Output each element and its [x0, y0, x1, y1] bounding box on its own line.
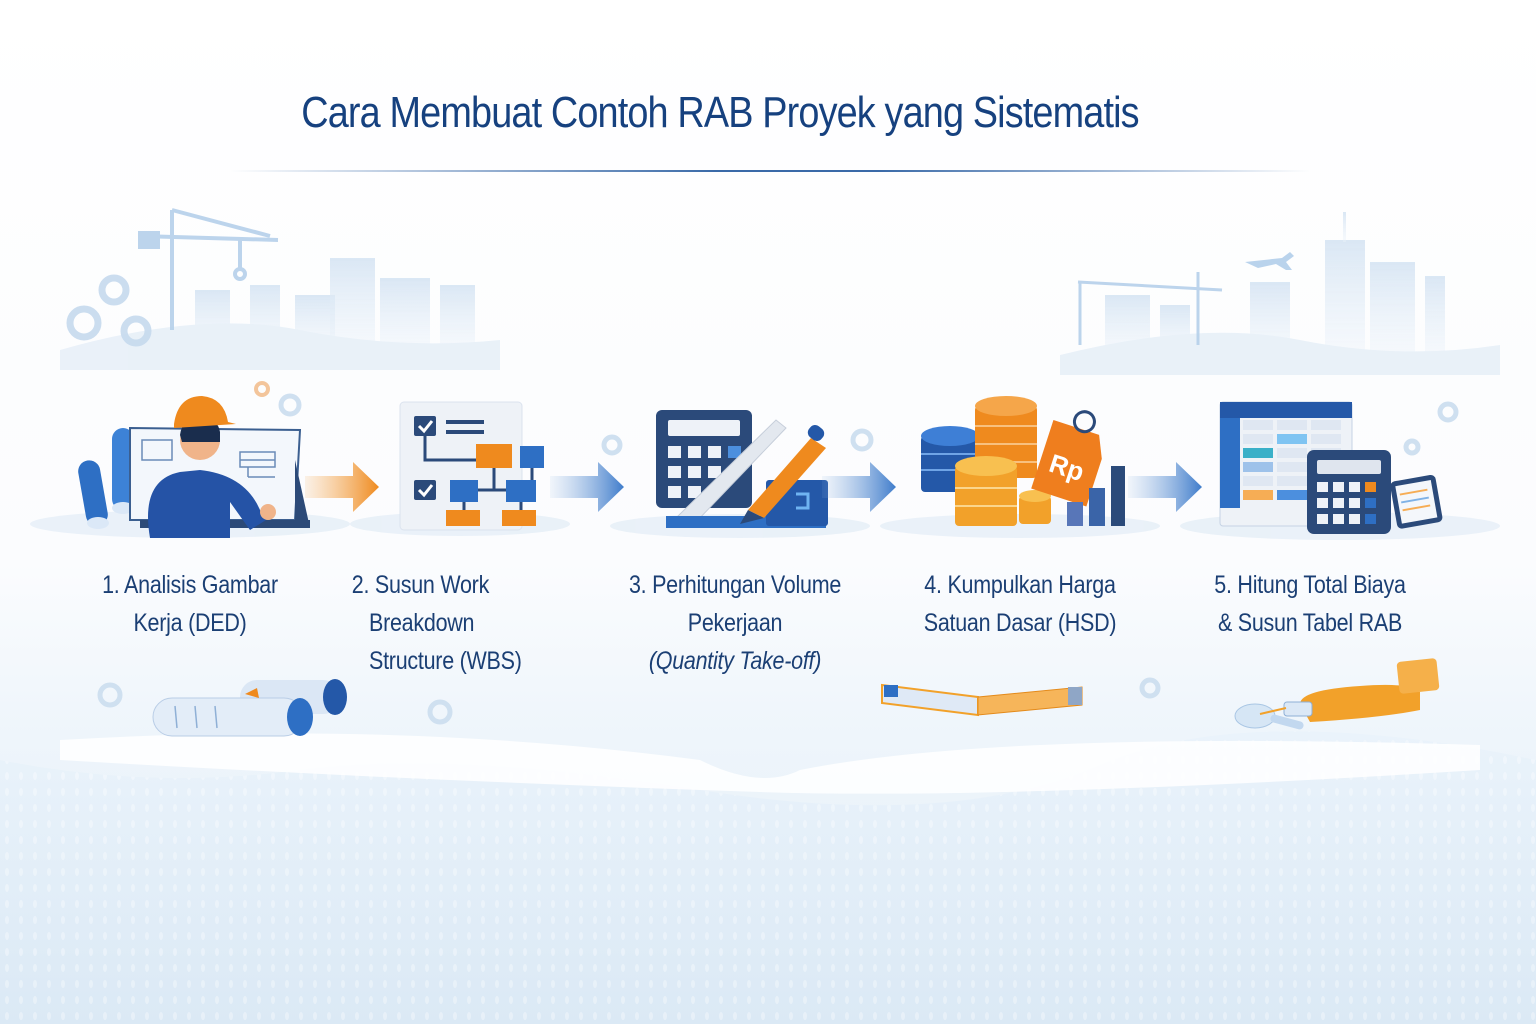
- arrow-right-icon: [1128, 462, 1202, 512]
- step-4-label: 4. Kumpulkan Harga Satuan Dasar (HSD): [923, 571, 1117, 637]
- step-5-label: 5. Hitung Total Biaya & Susun Tabel RAB: [1214, 571, 1406, 637]
- left-crane-icon: [138, 208, 279, 330]
- measuring-tape-icon: [1234, 658, 1440, 730]
- arrow-right-icon: [822, 462, 896, 512]
- right-crane-icon: [1077, 272, 1223, 345]
- step-3-label: 3. Perhitungan Volume Pekerjaan (Quantit…: [628, 571, 842, 675]
- arrow-right-icon: [305, 462, 379, 512]
- rolled-blueprints-icon: [152, 679, 347, 737]
- gear-icon: [66, 274, 152, 347]
- airplane-icon: [1245, 252, 1294, 270]
- title-divider: [230, 170, 1310, 172]
- wbs-flowchart-icon: [399, 401, 544, 531]
- coins-price-tag-icon: Rp: [921, 396, 1125, 526]
- folding-ruler-icon: [881, 683, 1083, 717]
- step-2-label: 2. Susun Work Breakdown Structure (WBS): [351, 571, 522, 675]
- right-skyline-icon: [1060, 212, 1500, 375]
- step-1-label: 1. Analisis Gambar Kerja (DED): [102, 571, 278, 637]
- calculator-ruler-pencil-icon: [656, 410, 828, 528]
- left-skyline-icon: [60, 258, 500, 370]
- engineer-blueprint-icon: [78, 396, 310, 538]
- page-title: Cara Membuat Contoh RAB Proyek yang Sist…: [301, 88, 1139, 137]
- spreadsheet-calculator-icon: [1219, 401, 1443, 534]
- arrow-right-icon: [550, 462, 624, 512]
